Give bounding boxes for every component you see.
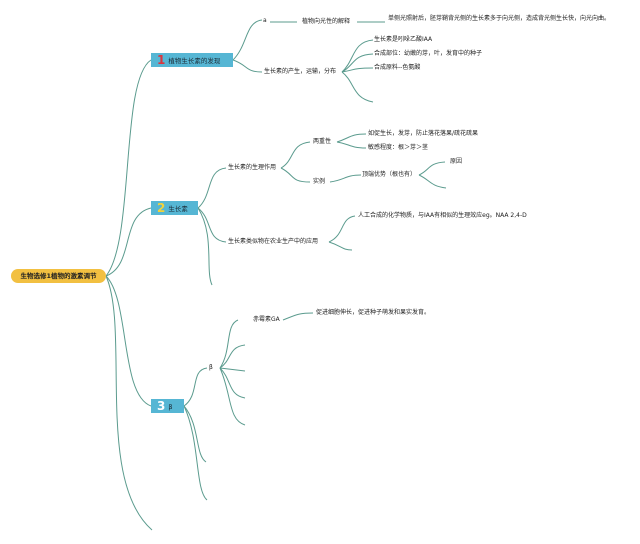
edge-physio-dual — [280, 141, 311, 169]
node-cause[interactable]: 原因 — [450, 158, 463, 165]
node-gibberellin[interactable]: 赤霉素GA — [253, 316, 280, 323]
node-phototropism-detail[interactable]: 单侧光照射后，胚芽鞘背光侧的生长素多于向光侧，造成背光侧生长快，向光向曲。 — [388, 15, 611, 22]
branch-number: 2 — [157, 201, 166, 215]
edge-ex-apical — [329, 174, 362, 183]
edge-b3-e1 — [183, 405, 207, 463]
edge-prod-site — [341, 53, 374, 73]
edge-b3-beta — [183, 367, 208, 407]
edge-dual-detail — [336, 133, 367, 143]
edge-apical-cause — [418, 161, 446, 176]
edge-app-detail — [328, 215, 356, 243]
node-duality[interactable]: 两重性 — [313, 138, 332, 145]
branch-title: β — [168, 403, 173, 411]
node-application-detail[interactable]: 人工合成的化学物质，与IAA有相似的生理效应eg。NAA 2,4-D — [358, 212, 527, 219]
branch-title: 生长素 — [168, 205, 188, 213]
edge-b2-physio — [197, 167, 227, 209]
node-beta[interactable]: β — [209, 364, 213, 371]
edge-beta-ga — [219, 319, 239, 369]
edge-app-empty — [328, 241, 353, 251]
edge-b1-prod — [232, 59, 263, 73]
edge-beta-e1 — [219, 344, 246, 369]
node-phototropism[interactable]: 植物向光性的解释 — [302, 18, 351, 25]
root-node[interactable]: 生物选修1植物的激素调节 — [11, 269, 106, 283]
edge-ga-detail — [282, 312, 314, 321]
edge-root-b3 — [105, 275, 152, 407]
node-apical-dominance[interactable]: 顶端优势（根也有） — [362, 171, 417, 178]
edge-root-b1 — [105, 59, 152, 277]
node-synthesis-material[interactable]: 合成原料--色氨酸 — [374, 64, 421, 71]
edge-prod-material — [341, 67, 374, 73]
node-physiological-function[interactable]: 生长素的生理作用 — [228, 164, 277, 171]
edge-prod-iaa — [341, 39, 374, 73]
edge-root-extra — [105, 275, 153, 531]
edge-b3-e2 — [183, 405, 208, 501]
node-example[interactable]: 实例 — [313, 178, 326, 185]
edge-beta-e4 — [219, 367, 246, 426]
edge-dual-sens — [336, 141, 367, 149]
edge-beta-e3 — [219, 367, 246, 399]
edge-apical-empty — [418, 174, 447, 189]
edge-b1-a — [232, 19, 263, 61]
node-production[interactable]: 生长素的产生，运输，分布 — [264, 68, 337, 75]
node-gibberellin-detail[interactable]: 促进细胞伸长，促进种子萌发和果实发育。 — [316, 309, 431, 316]
branch-title: 植物生长素的发现 — [168, 57, 221, 65]
node-agricultural-application[interactable]: 生长素类似物在农业生产中的应用 — [228, 238, 319, 245]
edge-physio-example — [280, 167, 311, 183]
edge-prod-empty — [341, 71, 374, 103]
node-a[interactable]: a — [263, 17, 267, 24]
edge-b2-app — [197, 207, 227, 243]
edge-b2-extra — [197, 207, 213, 286]
node-synthesis-site[interactable]: 合成部位：幼嫩的芽，叶，发育中的种子 — [374, 50, 483, 57]
branch-number: 3 — [157, 399, 166, 413]
branch-number: 1 — [157, 53, 166, 67]
edge-root-b2 — [105, 207, 152, 277]
node-sensitivity[interactable]: 敏感程度：根＞芽＞茎 — [368, 144, 429, 151]
node-duality-detail[interactable]: 如促生长，发芽，防止落花落果/疏花疏果 — [368, 130, 479, 137]
node-iaa[interactable]: 生长素是吲哚乙酸IAA — [374, 36, 433, 43]
edge-beta-e2 — [219, 367, 246, 372]
